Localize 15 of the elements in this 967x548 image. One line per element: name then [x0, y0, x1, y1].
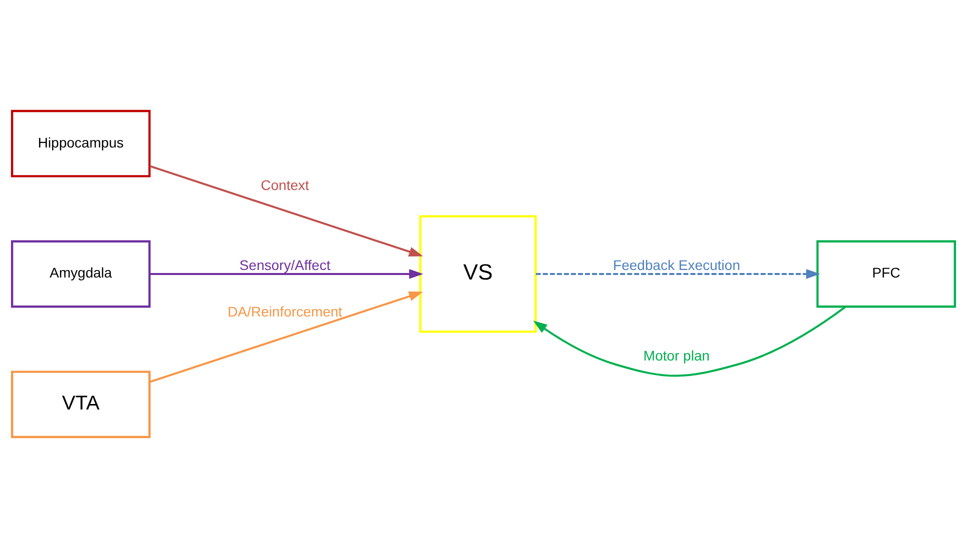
edge-label: Context: [260, 176, 310, 193]
edge-label: Motor plan: [643, 347, 710, 364]
node-box: VS: [419, 215, 537, 333]
arrow: [149, 292, 424, 383]
node-box: Amygdala: [10, 240, 151, 308]
edge-label: Sensory/Affect: [239, 257, 330, 274]
arrow: [536, 269, 820, 279]
node-box: Hippocampus: [10, 110, 151, 178]
node-box: VTA: [10, 370, 151, 438]
arrow: [149, 165, 424, 256]
edge-label: Feedback Execution: [613, 257, 740, 274]
node-box: PFC: [816, 240, 956, 308]
arrow: [150, 269, 424, 279]
arrow: [533, 306, 846, 377]
edge-label: DA/Reinforcement: [228, 303, 342, 320]
